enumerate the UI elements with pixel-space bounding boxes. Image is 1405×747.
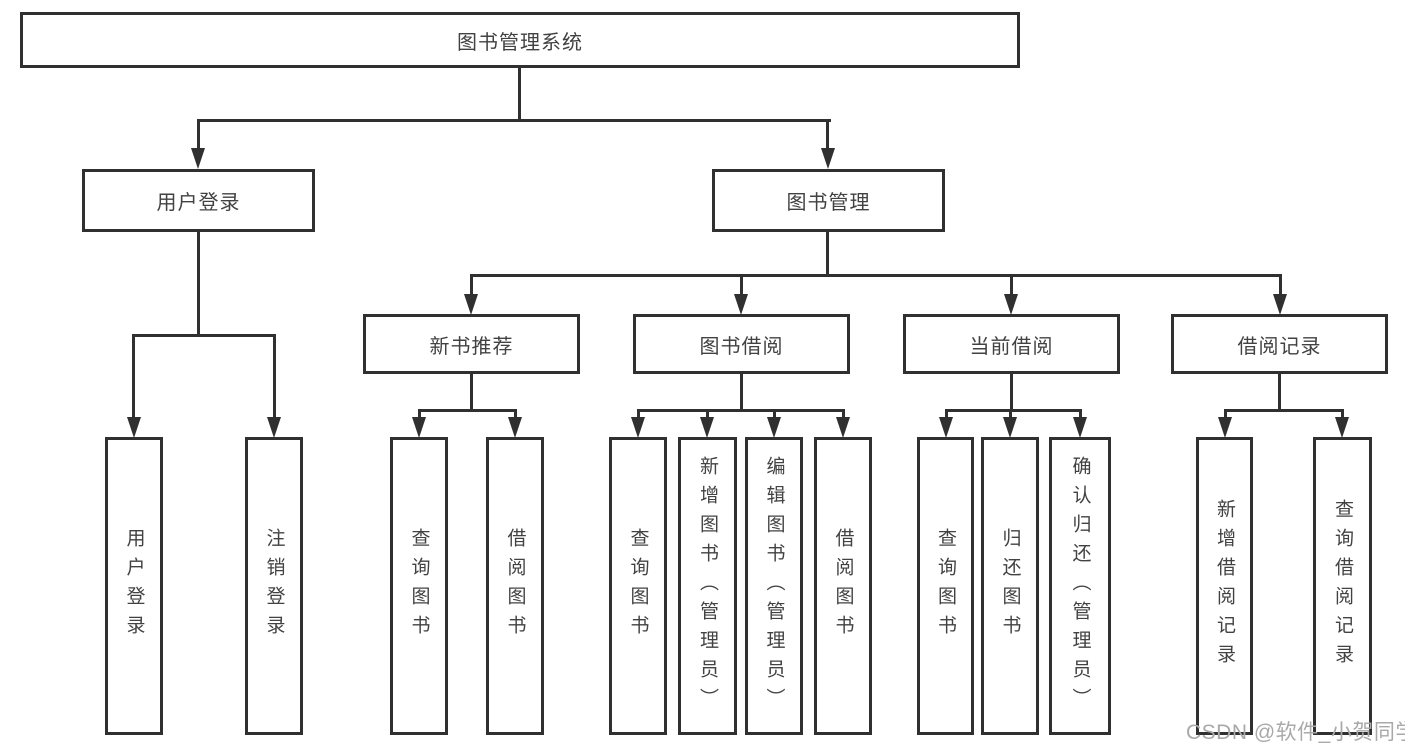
connector-vline bbox=[197, 119, 200, 152]
connector-vline bbox=[1010, 372, 1013, 412]
connector-arrowhead bbox=[1003, 417, 1017, 438]
leaf-node-logout: 注销登录 bbox=[245, 437, 303, 735]
leaf-node-add-borrow-record: 新增借阅记录 bbox=[1196, 437, 1253, 735]
connector-hline bbox=[418, 409, 517, 412]
connector-arrowhead bbox=[631, 417, 645, 438]
connector-vline bbox=[514, 409, 517, 423]
connector-vline bbox=[826, 230, 829, 276]
connector-vline bbox=[518, 65, 521, 121]
category-node-book-borrow: 图书借阅 bbox=[633, 314, 850, 374]
connector-hline bbox=[197, 119, 831, 122]
connector-vline bbox=[1010, 274, 1013, 297]
root-node-library-system: 图书管理系统 bbox=[20, 12, 1020, 68]
category-node-current-borrow: 当前借阅 bbox=[903, 314, 1120, 374]
connector-arrowhead bbox=[734, 294, 748, 315]
connector-arrowhead bbox=[767, 417, 781, 438]
connector-vline bbox=[1079, 409, 1082, 423]
branch-node-book-management: 图书管理 bbox=[712, 169, 945, 232]
connector-vline bbox=[637, 409, 640, 423]
connector-arrowhead bbox=[1004, 294, 1018, 315]
connector-vline bbox=[1224, 409, 1227, 423]
connector-arrowhead bbox=[127, 417, 141, 438]
connector-hline bbox=[470, 274, 1282, 277]
connector-vline bbox=[1278, 372, 1281, 412]
leaf-node-borrow-books-1: 借阅图书 bbox=[486, 437, 544, 735]
leaf-node-add-books-admin: 新增图书（管理员） bbox=[678, 437, 737, 735]
connector-arrowhead bbox=[508, 417, 522, 438]
connector-arrowhead bbox=[700, 417, 714, 438]
leaf-node-user-login: 用户登录 bbox=[105, 437, 163, 735]
connector-vline bbox=[706, 409, 709, 423]
connector-arrowhead bbox=[267, 417, 281, 438]
connector-vline bbox=[470, 372, 473, 412]
connector-arrowhead bbox=[464, 294, 478, 315]
leaf-node-confirm-return-admin: 确认归还（管理员） bbox=[1049, 437, 1111, 735]
leaf-node-query-books-3: 查询图书 bbox=[917, 437, 974, 735]
leaf-node-edit-books-admin: 编辑图书（管理员） bbox=[745, 437, 803, 735]
connector-vline bbox=[945, 409, 948, 423]
connector-vline bbox=[842, 409, 845, 423]
connector-arrowhead bbox=[1273, 294, 1287, 315]
csdn-watermark: CSDN @软件_小贺同学 bbox=[1186, 721, 1405, 744]
connector-hline bbox=[1224, 409, 1344, 412]
connector-vline bbox=[740, 274, 743, 297]
branch-node-user-login: 用户登录 bbox=[82, 169, 315, 232]
connector-hline bbox=[132, 334, 276, 337]
connector-hline bbox=[945, 409, 1082, 412]
leaf-node-return-books: 归还图书 bbox=[981, 437, 1039, 735]
connector-arrowhead bbox=[1073, 417, 1087, 438]
connector-arrowhead bbox=[836, 417, 850, 438]
connector-arrowhead bbox=[1218, 417, 1232, 438]
connector-vline bbox=[1279, 274, 1282, 297]
connector-vline bbox=[826, 119, 829, 152]
connector-arrowhead bbox=[191, 148, 205, 169]
connector-vline bbox=[740, 372, 743, 412]
connector-arrowhead bbox=[821, 148, 835, 169]
leaf-node-query-books-1: 查询图书 bbox=[390, 437, 448, 735]
connector-vline bbox=[273, 334, 276, 420]
category-node-new-book-recommend: 新书推荐 bbox=[363, 314, 580, 374]
connector-vline bbox=[132, 334, 135, 420]
connector-vline bbox=[418, 409, 421, 423]
connector-hline bbox=[637, 409, 845, 412]
category-node-borrow-records: 借阅记录 bbox=[1171, 314, 1388, 374]
connector-vline bbox=[470, 274, 473, 297]
connector-arrowhead bbox=[939, 417, 953, 438]
connector-arrowhead bbox=[412, 417, 426, 438]
connector-vline bbox=[1009, 409, 1012, 423]
leaf-node-borrow-books-2: 借阅图书 bbox=[814, 437, 872, 735]
connector-vline bbox=[1341, 409, 1344, 423]
leaf-node-query-books-2: 查询图书 bbox=[609, 437, 667, 735]
connector-vline bbox=[197, 230, 200, 336]
connector-vline bbox=[773, 409, 776, 423]
connector-arrowhead bbox=[1335, 417, 1349, 438]
leaf-node-query-borrow-record: 查询借阅记录 bbox=[1313, 437, 1372, 735]
